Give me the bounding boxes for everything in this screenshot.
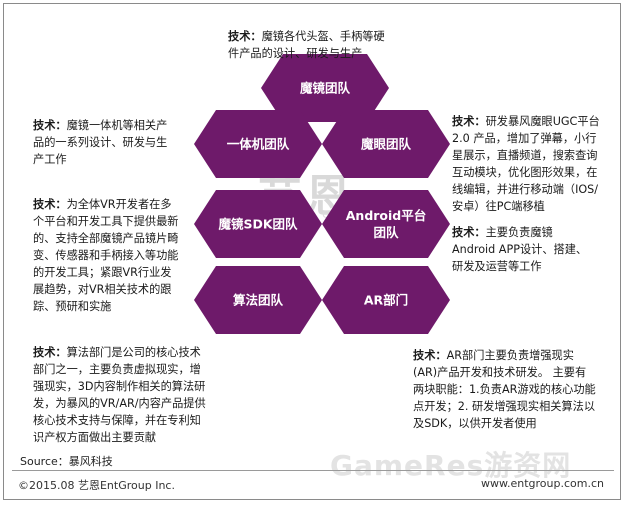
desc-left3: 技术：算法部门是公司的核心技术 部门之一，主要负责虚拟现实，增 强现实，3D内容…: [33, 327, 233, 446]
desc-left2-prefix: 技术：: [33, 198, 67, 211]
desc-left2-text: 为全体VR开发者在多 个平台和开发工具下提供最新 的、支持全部魔镜产品镜片畸 变…: [33, 198, 179, 313]
hexagon-ar: [322, 266, 450, 334]
hexagon-label-mojing: 魔镜团队: [299, 80, 351, 96]
source-note: Source：暴风科技: [20, 455, 113, 468]
desc-right1-prefix: 技术：: [452, 115, 486, 128]
desc-right3-prefix: 技术：: [413, 349, 447, 362]
desc-left1: 技术：魔镜一体机等相关产 品的一系列设计、研发与生 产工作: [33, 100, 203, 168]
desc-top: 技术：魔镜各代头盔、手柄等硬 件产品的设计、研发与生产: [228, 11, 428, 62]
desc-left3-prefix: 技术：: [33, 346, 67, 359]
hexagon-yitiji: [194, 110, 322, 178]
desc-left3-text: 算法部门是公司的核心技术 部门之一，主要负责虚拟现实，增 强现实，3D内容制作相…: [33, 346, 206, 444]
desc-right3: 技术：AR部门主要负责增强现实 (AR)产品开发和技术研发。 主要有 两块职能：…: [413, 330, 619, 432]
hexagon-label-ar: AR部门: [363, 292, 409, 308]
footer-website: www.entgroup.com.cn: [481, 477, 604, 490]
hexagon-label-android: Android平台 团队: [345, 208, 427, 240]
figure-frame: [3, 3, 621, 500]
hexagon-sdk: [194, 190, 322, 258]
desc-top-prefix: 技术：: [228, 30, 262, 43]
footer-divider: [12, 470, 614, 471]
desc-left1-prefix: 技术：: [33, 119, 67, 132]
hexagon-label-sdk: 魔镜SDK团队: [218, 216, 298, 232]
desc-top-text: 魔镜各代头盔、手柄等硬 件产品的设计、研发与生产: [228, 30, 385, 60]
footer-copyright: ©2015.08 艺恩EntGroup Inc.: [18, 479, 175, 492]
desc-right3-text: AR部门主要负责增强现实 (AR)产品开发和技术研发。 主要有 两块职能：1.负…: [413, 349, 596, 430]
hexagon-suanfa: [194, 266, 322, 334]
hexagon-moyan: [322, 110, 450, 178]
desc-left1-text: 魔镜一体机等相关产 品的一系列设计、研发与生 产工作: [33, 119, 168, 166]
desc-left2: 技术：为全体VR开发者在多 个平台和开发工具下提供最新 的、支持全部魔镜产品镜片…: [33, 179, 203, 315]
desc-right1-text: 研发暴风魔眼UGC平台 2.0 产品，增加了弹幕，小行 星展示，直播频道，搜索查…: [452, 115, 600, 213]
desc-right2: 技术：主要负责魔镜 Android APP设计、搭建、 研发及运营等工作: [452, 207, 620, 275]
watermark-gameres: GameRes游资网: [330, 449, 572, 482]
hexagon-label-moyan: 魔眼团队: [360, 136, 412, 152]
hexagon-mojing: [261, 54, 389, 122]
desc-right2-text: 主要负责魔镜 Android APP设计、搭建、 研发及运营等工作: [452, 226, 588, 273]
hexagon-label-yitiji: 一体机团队: [226, 136, 290, 152]
hexagon-label-suanfa: 算法团队: [232, 292, 284, 308]
desc-right1: 技术：研发暴风魔眼UGC平台 2.0 产品，增加了弹幕，小行 星展示，直播频道，…: [452, 96, 620, 215]
desc-right2-prefix: 技术：: [452, 226, 486, 239]
hexagon-android: [322, 190, 450, 258]
